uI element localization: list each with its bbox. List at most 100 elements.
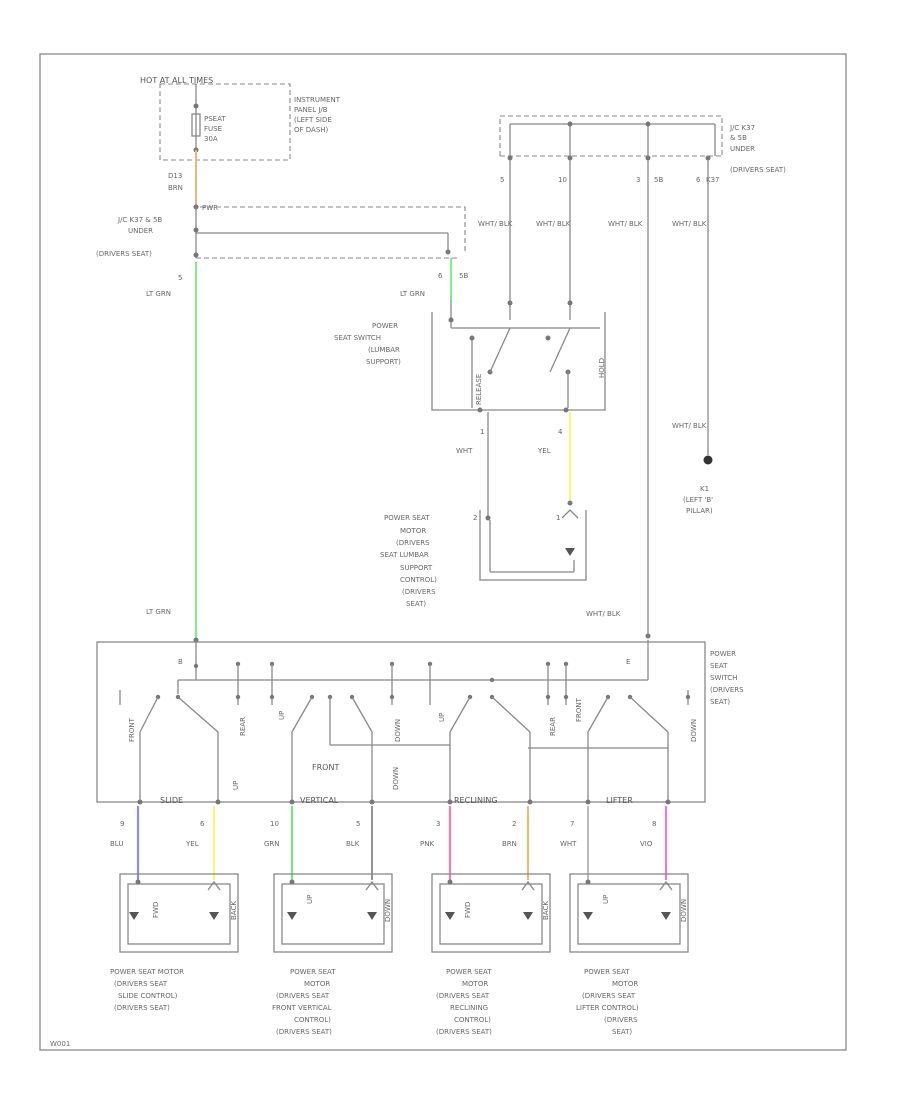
jc-left-block: PWR J/C K37 & 5B UNDER (DRIVERS SEAT) [96, 204, 466, 259]
main-switch-pin-right: E [626, 658, 630, 666]
motor-reclining-label-0: POWER SEAT [446, 968, 492, 976]
wire-whtblk-1: WHT/ BLK [536, 220, 571, 228]
lumbar-motor-label-3: SEAT LUMBAR [380, 551, 429, 559]
motor-reclining: FWD BACK POWER SEAT MOTOR (DRIVERS SEAT … [431, 873, 551, 1036]
motor-wire-pin-3: 5 [356, 820, 360, 828]
jc-right-label-3: (DRIVERS SEAT) [730, 166, 786, 174]
motor-slide-label-0: POWER SEAT MOTOR [110, 968, 184, 976]
motor-vertical-label-5: (DRIVERS SEAT) [276, 1028, 332, 1036]
wire-lumbar-pin: 6 [438, 272, 443, 280]
jc-right-pin-0: 5 [500, 176, 504, 184]
section-lifter: LIFTER [606, 796, 633, 805]
motor-vertical-label-1: MOTOR [304, 980, 330, 988]
contact-front: FRONT [128, 717, 136, 742]
motor-lifter: UP DOWN POWER SEAT MOTOR (DRIVERS SEAT L… [569, 873, 689, 1036]
jc-right-label-2: UNDER [730, 145, 755, 153]
motor-wire-pin-0: 9 [120, 820, 124, 828]
motor-vertical-dir-b: DOWN [384, 899, 392, 922]
motor-slide-dir-a: FWD [152, 902, 160, 918]
fuse-block: HOT AT ALL TIMES PSEAT FUSE 30A INSTRUME… [140, 76, 341, 161]
motor-wires: 9 BLU 6 YEL 10 GRN 5 BLK 3 PNK 2 BRN 7 W… [110, 806, 668, 880]
motor-wire-pin-5: 2 [512, 820, 516, 828]
lumbar-contact-hold: HOLD [598, 358, 606, 378]
motor-reclining-dir-a: FWD [464, 902, 472, 918]
ground-label-1: PILLAR) [686, 507, 713, 515]
motor-slide-label-1: (DRIVERS SEAT [114, 980, 168, 988]
motor-reclining-dir-b: BACK [542, 901, 550, 920]
jc-right-label-1: & 5B [730, 134, 747, 142]
main-switch-pin-left: B [178, 658, 183, 666]
lumbar-motor-label-6: (DRIVERS [402, 588, 436, 596]
motor-vertical-label-3: FRONT VERTICAL [272, 1004, 332, 1012]
ground-k1: K1 (LEFT 'B' PILLAR) [683, 455, 713, 515]
wire-lumbar-sub: 5B [459, 272, 468, 280]
lumbar-wire-left-color: WHT [456, 447, 473, 455]
motor-lifter-label-3: LIFTER CONTROL) [576, 1004, 639, 1012]
lumbar-motor-label-5: CONTROL) [400, 576, 437, 584]
contact-up-2: UP [438, 713, 446, 722]
motor-reclining-label-3: RECLINING [450, 1004, 488, 1012]
wire-left-pin: 5 [178, 274, 182, 282]
motor-wire-color-3: BLK [346, 840, 360, 848]
fuse-hot-label: HOT AT ALL TIMES [140, 76, 213, 85]
contact-up-1: UP [278, 711, 286, 720]
jc-left-wire-color: BRN [168, 184, 183, 192]
main-switch-label-4: SEAT) [710, 698, 730, 706]
lumbar-switch-label-2: (LUMBAR [368, 346, 400, 354]
jc-right-pin-1: 10 [558, 176, 567, 184]
motor-wire-pin-1: 6 [200, 820, 205, 828]
jc-left-label-2: (DRIVERS SEAT) [96, 250, 152, 258]
section-reclining: RECLINING [454, 796, 498, 805]
lumbar-contact-release: RELEASE [475, 374, 483, 405]
lumbar-switch: POWER SEAT SWITCH (LUMBAR SUPPORT) RELEA… [334, 300, 606, 413]
section-vertical: VERTICAL [300, 796, 339, 805]
jc-right-pin-4: 6 [696, 176, 701, 184]
lumbar-switch-label-1: SEAT SWITCH [334, 334, 381, 342]
wire-ground-label: WHT/ BLK [672, 422, 707, 430]
jc-left-label-0: J/C K37 & 5B [117, 216, 162, 224]
motor-lifter-label-5: SEAT) [612, 1028, 632, 1036]
motor-reclining-label-2: (DRIVERS SEAT [436, 992, 490, 1000]
motor-vertical-label-0: POWER SEAT [290, 968, 336, 976]
wire-whtblk-0: WHT/ BLK [478, 220, 513, 228]
contact-front-2: FRONT [575, 697, 583, 722]
lumbar-motor-label-7: SEAT) [406, 600, 426, 608]
jc-left-pin: PWR [202, 204, 218, 212]
jc-right-pin-2: 3 [636, 176, 640, 184]
jc-right-label-0: J/C K37 [729, 124, 755, 132]
wire-left-color: LT GRN [146, 290, 171, 298]
motor-lifter-label-1: MOTOR [612, 980, 638, 988]
motor-wire-color-0: BLU [110, 840, 123, 848]
lumbar-motor-label-4: SUPPORT [400, 564, 433, 572]
lumbar-motor-pin-b: 1 [556, 514, 560, 522]
lumbar-wire-right-pin: 4 [558, 428, 563, 436]
section-slide: SLIDE [160, 796, 183, 805]
main-ground-label: WHT/ BLK [586, 610, 621, 618]
wire-whtblk-2: WHT/ BLK [608, 220, 643, 228]
lumbar-motor-pin-a: 2 [473, 514, 477, 522]
main-seat-switch: WHT/ BLK B E POWER SEAT SWITCH (DRIVERS … [96, 610, 744, 805]
fuse-location-0: INSTRUMENT [294, 96, 341, 104]
main-switch-label-1: SEAT [710, 662, 728, 670]
main-switch-label-0: POWER [710, 650, 736, 658]
fuse-name: PSEAT [204, 115, 226, 123]
motor-wire-color-4: PNK [420, 840, 434, 848]
contact-rear: REAR [239, 717, 247, 736]
motor-reclining-label-5: (DRIVERS SEAT) [436, 1028, 492, 1036]
diagram-id: W001 [50, 1040, 70, 1048]
ground-id: K1 [700, 485, 709, 493]
contact-down-2: DOWN [690, 719, 698, 742]
wire-lumbar-color: LT GRN [400, 290, 425, 298]
fuse-location-3: OF DASH) [294, 126, 329, 134]
switch-top-terminals [119, 661, 689, 705]
motor-vertical: UP DOWN POWER SEAT MOTOR (DRIVERS SEAT F… [272, 873, 393, 1036]
motor-slide: FWD BACK POWER SEAT MOTOR (DRIVERS SEAT … [110, 873, 239, 1012]
fuse-rating: 30A [204, 135, 218, 143]
motor-vertical-label-4: CONTROL) [294, 1016, 331, 1024]
motor-lifter-label-4: (DRIVERS [604, 1016, 638, 1024]
jc-right-pin-5: K37 [706, 176, 720, 184]
motor-wire-pin-7: 8 [652, 820, 656, 828]
motor-slide-label-3: (DRIVERS SEAT) [114, 1004, 170, 1012]
motor-wire-color-6: WHT [560, 840, 577, 848]
